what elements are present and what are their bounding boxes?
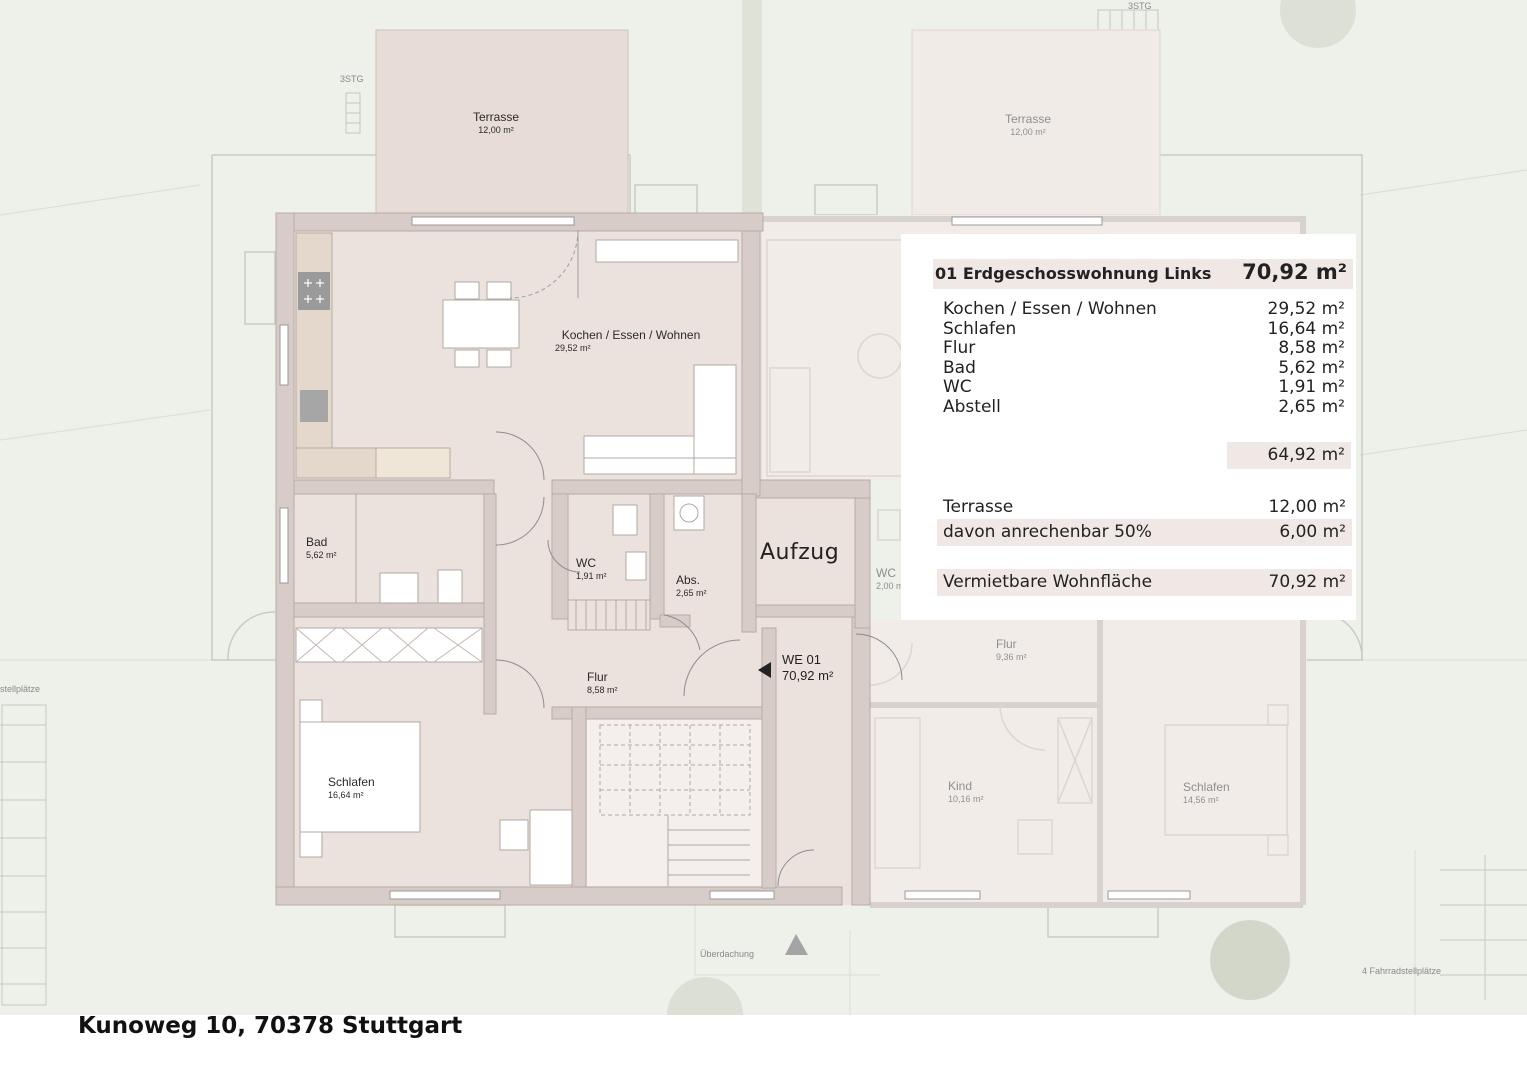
room-area: 1,91 m² (576, 571, 607, 581)
summary-room-area: 8,58 m² (1278, 338, 1345, 358)
room-name: Terrasse (1004, 112, 1051, 126)
area-summary-panel: 01 Erdgeschosswohnung Links 70,92 m² Koc… (901, 234, 1356, 620)
summary-room-area: 16,64 m² (1267, 319, 1345, 339)
room-name: Schlafen (328, 775, 375, 789)
summary-room-row: Kochen / Essen / Wohnen 29,52 m² (943, 299, 1345, 319)
room-name: Kochen / Essen / Wohnen (561, 328, 701, 342)
summary-terrasse-area: 12,00 m² (1268, 497, 1346, 517)
room-area: 16,64 m² (328, 790, 364, 800)
room-label-terrasse: Terrasse 12,00 m² (450, 110, 542, 136)
unit-area: 70,92 m² (782, 667, 834, 683)
summary-room-row: Bad 5,62 m² (943, 358, 1345, 378)
room-name: Kind (948, 779, 973, 793)
summary-total: 70,92 m² (1242, 260, 1347, 284)
summary-wohnflaeche-name: Vermietbare Wohnfläche (943, 572, 1153, 592)
elevator-label: Aufzug (760, 540, 840, 565)
room-area: 8,58 m² (587, 685, 618, 695)
summary-header: 01 Erdgeschosswohnung Links 70,92 m² (933, 259, 1353, 289)
bike-parking-label-left: stellplätze (0, 684, 41, 694)
summary-terrasse-name: Terrasse (943, 497, 1014, 517)
bike-parking-label-right: 4 Fahrradstellplätze (1362, 966, 1442, 976)
entrance-arrow-icon (758, 662, 771, 678)
room-area: 12,00 m² (1010, 127, 1046, 137)
room-label-bad: Bad 5,62 m² (306, 535, 337, 561)
room-area: 2,65 m² (676, 588, 707, 598)
room-name: Flur (587, 670, 608, 684)
room-label-schlafen-right: Schlafen 14,56 m² (1183, 780, 1230, 806)
room-label-wc: WC 1,91 m² (576, 556, 607, 582)
room-name: Bad (306, 535, 328, 549)
summary-room-name: WC (943, 377, 972, 397)
room-name: WC (876, 566, 896, 580)
summary-wohnflaeche-row: Vermietbare Wohnfläche 70,92 m² (937, 569, 1352, 596)
unit-name: WE 01 (782, 652, 822, 667)
summary-anrechenbar-row: davon anrechenbar 50% 6,00 m² (937, 519, 1352, 546)
stair-label-right: 3STG (1128, 1, 1152, 11)
summary-room-area: 1,91 m² (1278, 377, 1345, 397)
room-area: 10,16 m² (948, 794, 984, 804)
canopy-label: Überdachung (700, 949, 755, 959)
summary-room-row: Flur 8,58 m² (943, 338, 1345, 358)
room-name: Flur (996, 637, 1017, 651)
summary-anrechenbar-name: davon anrechenbar 50% (943, 522, 1152, 542)
room-name: Schlafen (1183, 780, 1230, 794)
room-label-kochen: Kochen / Essen / Wohnen 29,52 m² (545, 328, 717, 354)
room-area: 12,00 m² (478, 125, 514, 135)
summary-anrechenbar-area: 6,00 m² (1279, 522, 1346, 542)
room-area: 2,00 m (876, 581, 904, 591)
summary-room-name: Flur (943, 338, 976, 358)
room-label-kind-right: Kind 10,16 m² (948, 779, 984, 805)
room-area: 5,62 m² (306, 550, 337, 560)
room-label-terrasse-right: Terrasse 12,00 m² (980, 112, 1076, 138)
summary-subtotal-value: 64,92 m² (1267, 445, 1345, 465)
summary-room-name: Schlafen (943, 319, 1017, 339)
stair-label-left: 3STG (340, 74, 364, 84)
room-name: Abs. (676, 573, 701, 587)
room-area: 14,56 m² (1183, 795, 1219, 805)
summary-room-area: 29,52 m² (1267, 299, 1345, 319)
room-label-flur-right: Flur 9,36 m² (996, 637, 1027, 663)
summary-room-name: Abstell (943, 397, 1001, 417)
room-label-wc-right: WC 2,00 m (876, 566, 904, 592)
summary-room-area: 5,62 m² (1278, 358, 1345, 378)
summary-room-row: Schlafen 16,64 m² (943, 319, 1345, 339)
summary-terrasse-row: Terrasse 12,00 m² (937, 494, 1352, 521)
summary-room-row: WC 1,91 m² (943, 377, 1345, 397)
unit-label: WE 01 70,92 m² (782, 652, 833, 683)
room-label-schlafen: Schlafen 16,64 m² (328, 775, 375, 801)
summary-subtotal: 64,92 m² (1227, 442, 1351, 469)
room-area: 29,52 m² (555, 343, 591, 353)
summary-room-name: Bad (943, 358, 976, 378)
summary-wohnflaeche-area: 70,92 m² (1268, 572, 1346, 592)
room-label-abs: Abs. 2,65 m² (676, 573, 707, 599)
room-name: Terrasse (472, 110, 519, 124)
summary-title: 01 Erdgeschosswohnung Links (935, 264, 1212, 283)
room-label-flur: Flur 8,58 m² (587, 670, 618, 696)
address-caption: Kunoweg 10, 70378 Stuttgart (78, 1013, 463, 1039)
room-name: WC (576, 556, 596, 570)
summary-room-name: Kochen / Essen / Wohnen (943, 299, 1157, 319)
summary-room-row: Abstell 2,65 m² (943, 397, 1345, 417)
room-area: 9,36 m² (996, 652, 1027, 662)
summary-room-area: 2,65 m² (1278, 397, 1345, 417)
